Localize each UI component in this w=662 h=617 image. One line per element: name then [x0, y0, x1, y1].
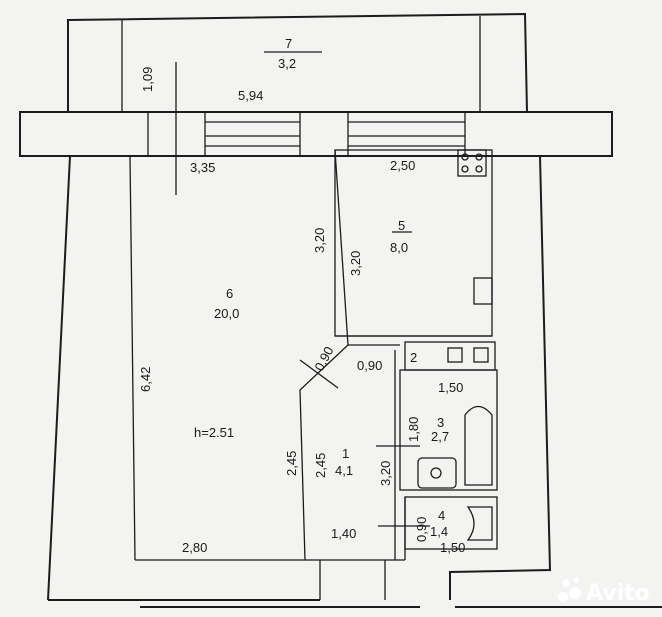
room-6-walls: [135, 149, 349, 561]
dim-room6-length: 6,42: [138, 367, 153, 392]
avito-dot-icon: [558, 592, 568, 602]
dim-kitchen-width: 2,50: [390, 158, 415, 173]
room-4-area: 1,4: [430, 524, 448, 539]
dim-hall-left: 2,45: [284, 451, 299, 476]
avito-dot-icon: [562, 579, 570, 587]
room-2-number: 2: [410, 350, 417, 365]
room-5-area: 8,0: [390, 240, 408, 255]
fixture-icon: [473, 347, 489, 363]
bathtub-icon: [464, 405, 493, 486]
washbasin-drain-icon: [430, 467, 442, 479]
stove-burner-icon: [475, 153, 483, 161]
dim-room6-bottom: 2,80: [182, 540, 207, 555]
room-2-closet: [404, 341, 496, 371]
room-7-area: 3,2: [278, 56, 296, 71]
room-3-area: 2,7: [431, 429, 449, 444]
room-3-number: 3: [437, 415, 444, 430]
avito-text: Avito: [586, 581, 650, 606]
stove-burner-icon: [461, 153, 469, 161]
outer-wall-right: [449, 155, 552, 600]
stove-burner-icon: [475, 165, 483, 173]
dim-hall-right: 3,20: [378, 461, 393, 486]
dim-room6-partition: 3,20: [312, 228, 327, 253]
door-swing: [299, 359, 339, 389]
room-6-area: 20,0: [214, 306, 239, 321]
stove-burner-icon: [461, 165, 469, 173]
room-7-number: 7: [285, 36, 292, 51]
room-4-number: 4: [438, 508, 445, 523]
stove-icon: [457, 149, 487, 177]
dim-kitchen-length: 3,20: [348, 251, 363, 276]
dim-bath-length: 1,80: [406, 417, 421, 442]
avito-watermark: Avito: [558, 577, 650, 606]
dim-hall-door: 0,90: [357, 358, 382, 373]
sink-icon: [473, 277, 493, 305]
balcony-outline: [67, 12, 528, 113]
room-5-walls: [334, 149, 493, 337]
dim-wc-length: 0,90: [414, 517, 429, 542]
dim-hall-inner: 2,45: [313, 453, 328, 478]
ceiling-height: h=2.51: [194, 425, 234, 440]
fixture-icon: [447, 347, 463, 363]
outer-wall-left: [47, 155, 71, 601]
dim-balcony-width: 5,94: [238, 88, 263, 103]
room-3-bath: [399, 369, 498, 491]
dim-wc-width: 1,50: [440, 540, 465, 555]
room-5-number: 5: [398, 218, 405, 233]
room-6-number: 6: [226, 286, 233, 301]
dim-room6-width: 3,35: [190, 160, 215, 175]
washbasin-icon: [417, 457, 457, 489]
dim-balcony-depth: 1,09: [140, 67, 155, 92]
inner-wall-left: [129, 155, 136, 561]
room-1-number: 1: [342, 446, 349, 461]
dim-hall-bottom: 1,40: [331, 526, 356, 541]
room-1-area: 4,1: [335, 463, 353, 478]
external-wall-band: [19, 111, 613, 157]
avito-dot-icon: [573, 577, 579, 583]
dim-bath-width: 1,50: [438, 380, 463, 395]
avito-dot-icon: [569, 587, 581, 599]
toilet-icon: [466, 506, 493, 541]
